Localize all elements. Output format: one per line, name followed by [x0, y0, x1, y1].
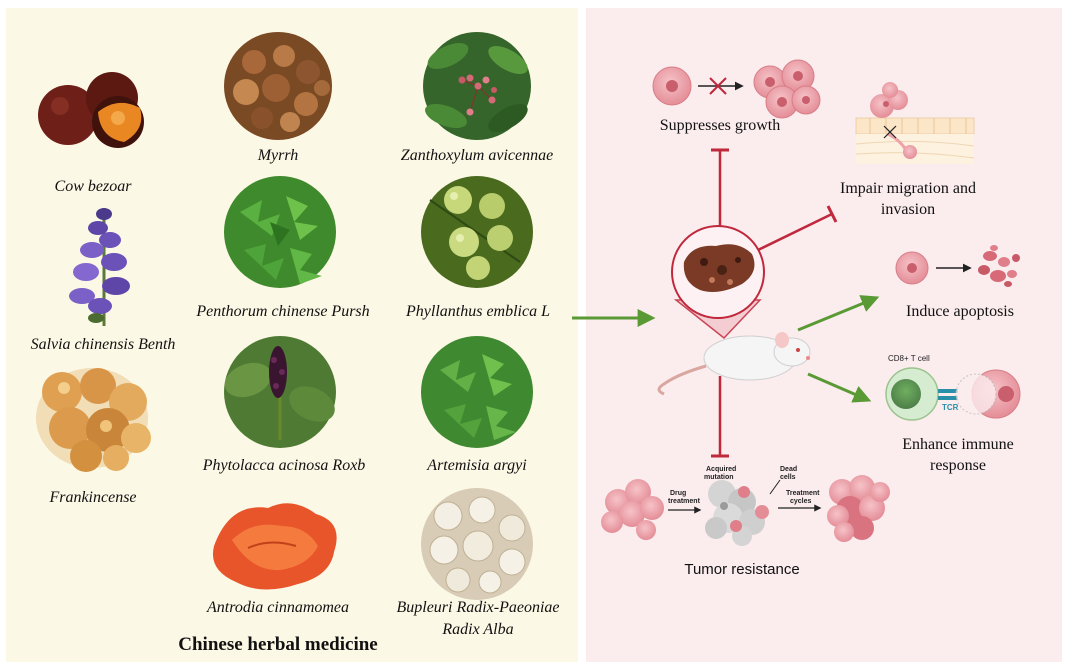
- tumor-resistance-label: Tumor resistance: [684, 561, 800, 578]
- liver-tumor-zoom: [671, 225, 765, 340]
- dead-cells-label-line1: Dead: [780, 466, 798, 473]
- inhibit-growth-line: [711, 148, 729, 226]
- phyllanthus-emblica-image: [421, 176, 533, 288]
- treatment-cycles-label-line1: Treatment: [786, 490, 820, 497]
- antrodia-cinnamomea-image: [212, 503, 337, 590]
- apoptosis-label: Induce apoptosis: [906, 303, 1014, 320]
- immune-label-line2: response: [930, 457, 986, 474]
- bupleuri-label-line1: Bupleuri Radix-Paeoniae: [396, 599, 560, 616]
- phytolacca-acinosa-label: Phytolacca acinosa Roxb: [202, 457, 366, 474]
- immune-label-line1: Enhance immune: [902, 436, 1014, 453]
- bupleuri-paeoniae-image: [421, 488, 533, 600]
- suppress-growth-label: Suppresses growth: [659, 117, 781, 134]
- phyllanthus-emblica-label: Phyllanthus emblica L: [406, 303, 550, 320]
- dead-cells-label-line2: cells: [780, 474, 796, 481]
- phytolacca-acinosa-image: [224, 336, 336, 448]
- salvia-chinensis-label: Salvia chinensis Benth: [30, 336, 176, 353]
- salvia-chinensis-image: [69, 208, 130, 326]
- migration-label-line2: invasion: [880, 201, 936, 218]
- acquired-mutation-label-line1: Acquired: [706, 466, 737, 473]
- immune-response-icon: [885, 367, 1021, 421]
- artemisia-argyi-label: Artemisia argyi: [427, 457, 527, 474]
- cd8-label: CD8+ T cell: [888, 354, 930, 363]
- inhibit-migration-line: [757, 205, 838, 252]
- bupleuri-label-line2: Radix Alba: [442, 621, 514, 638]
- cow-bezoar-image: [38, 72, 144, 148]
- anticancer-effects-panel: [586, 8, 1062, 662]
- migration-invasion-icon: [855, 82, 975, 164]
- treatment-cycles-label-line2: cycles: [790, 498, 812, 505]
- promote-apoptosis-arrow: [797, 295, 880, 332]
- promote-immune-arrow: [807, 372, 872, 403]
- penthorum-image: [224, 176, 336, 288]
- cow-bezoar-label: Cow bezoar: [54, 178, 132, 195]
- penthorum-label: Penthorum chinense Pursh: [196, 303, 370, 320]
- tcr-label: TCR: [942, 403, 959, 412]
- inhibit-resistance-line: [711, 376, 729, 458]
- drug-treatment-label-line1: Drug: [670, 490, 687, 497]
- antrodia-cinnamomea-label: Antrodia cinnamomea: [206, 599, 350, 616]
- tumor-resistance-icon: [601, 475, 890, 546]
- zanthoxylum-image: [423, 32, 531, 140]
- frankincense-image: [36, 368, 151, 472]
- myrrh-image: [224, 32, 332, 140]
- zanthoxylum-label: Zanthoxylum avicennae: [400, 147, 554, 164]
- myrrh-label: Myrrh: [257, 147, 299, 164]
- suppress-growth-icon: [652, 59, 821, 119]
- mouse-model: [657, 332, 811, 396]
- migration-label-line1: Impair migration and: [840, 180, 976, 197]
- apoptosis-icon: [895, 245, 1020, 287]
- artemisia-argyi-image: [421, 336, 533, 448]
- section-title: Chinese herbal medicine: [178, 634, 378, 655]
- frankincense-label: Frankincense: [49, 489, 137, 506]
- drug-treatment-label-line2: treatment: [668, 498, 700, 505]
- acquired-mutation-label-line2: mutation: [704, 474, 734, 481]
